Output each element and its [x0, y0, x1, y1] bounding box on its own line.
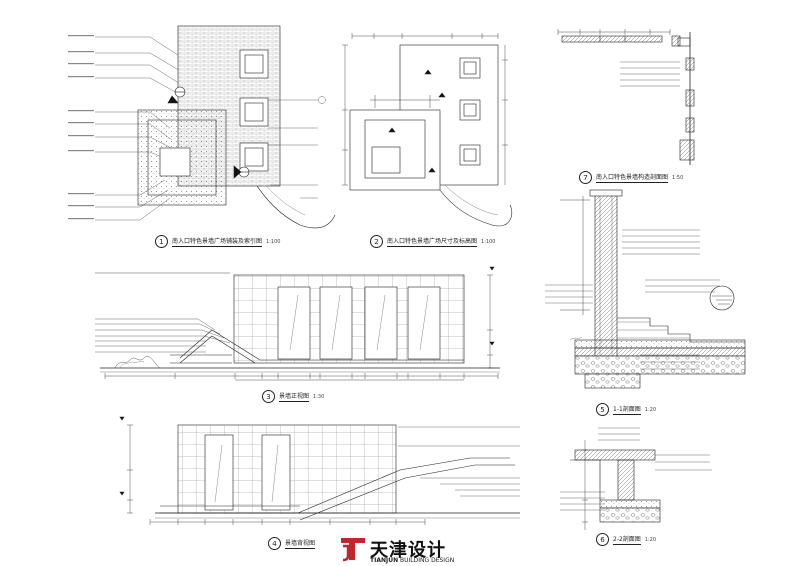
- plan-1-paving-index: [68, 25, 336, 229]
- drawing-number-6: 6: [596, 533, 609, 546]
- drawing-scale-2: 1:100: [481, 238, 496, 245]
- drawing-number-4: 4: [268, 537, 281, 550]
- brand-name-en-bold: TIANJUN: [370, 557, 399, 564]
- section-5-1-1: [545, 189, 746, 389]
- caption-drawing-3: 3 景墙正视图 1:30: [262, 390, 324, 403]
- caption-drawing-1: 1 南入口特色景墙广场铺装及索引图 1:100: [155, 235, 280, 248]
- section-7-construction: [557, 29, 695, 165]
- caption-drawing-2: 2 南入口特色景墙广场尺寸及标高图 1:100: [370, 235, 495, 248]
- drawing-scale-6: 1:20: [644, 536, 657, 543]
- drawing-title-7: 南入口特色景墙构造剖面图: [596, 174, 669, 183]
- elevation-3-front: [95, 266, 500, 381]
- drawing-title-5: 1-1剖面图: [613, 406, 641, 415]
- drawing-number-7: 7: [579, 171, 592, 184]
- brand-name-en: TIANJUN BUILDING DESIGN: [370, 557, 454, 564]
- section-6-2-2: [560, 427, 712, 530]
- drawing-scale-1: 1:100: [266, 238, 281, 245]
- elevation-4-back: [119, 416, 520, 525]
- brand-name-en-rest: BUILDING DESIGN: [398, 557, 455, 564]
- drawing-number-2: 2: [370, 235, 383, 248]
- brand-name-cn: 天津设计: [370, 540, 446, 561]
- drawing-number-3: 3: [262, 390, 275, 403]
- drawing-number-5: 5: [596, 403, 609, 416]
- brand-mark-icon: [341, 538, 365, 562]
- drawing-scale-5: 1:20: [644, 406, 657, 413]
- caption-drawing-6: 6 2-2剖面图 1:20: [596, 533, 656, 546]
- drawing-title-6: 2-2剖面图: [613, 536, 641, 545]
- drawing-scale-3: 1:30: [313, 393, 325, 400]
- drawing-title-1: 南入口特色景墙广场铺装及索引图: [172, 238, 263, 247]
- drawing-title-4: 景墙背视图: [285, 540, 316, 549]
- drawing-number-1: 1: [155, 235, 168, 248]
- caption-drawing-7: 7 南入口特色景墙构造剖面图 1:50: [579, 171, 683, 184]
- caption-drawing-5: 5 1-1剖面图 1:20: [596, 403, 656, 416]
- caption-drawing-4: 4 景墙背视图: [268, 537, 316, 550]
- brand-logo-block: 天津设计 TIANJUN BUILDING DESIGN: [340, 536, 460, 564]
- drawing-title-3: 景墙正视图: [279, 393, 310, 402]
- drawing-title-2: 南入口特色景墙广场尺寸及标高图: [387, 238, 478, 247]
- plan-2-dimensions: [342, 33, 513, 227]
- drawing-scale-7: 1:50: [672, 174, 684, 181]
